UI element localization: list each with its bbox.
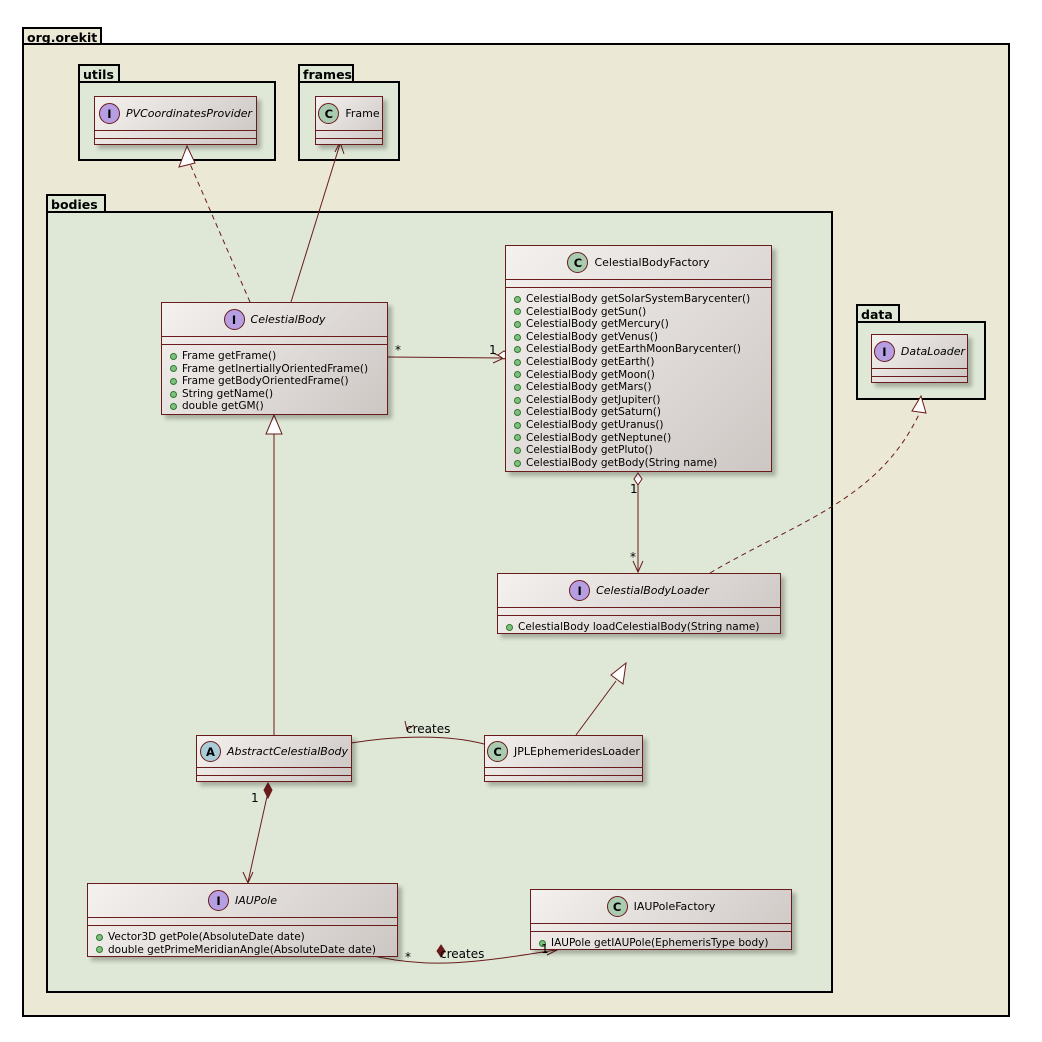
class-name: CelestialBodyLoader	[596, 584, 709, 597]
method: Vector3D getPole(AbsoluteDate date)	[96, 931, 397, 944]
class-iaupole[interactable]: I IAUPole Vector3D getPole(AbsoluteDate …	[87, 883, 398, 957]
method: double getPrimeMeridianAngle(AbsoluteDat…	[96, 944, 397, 957]
class-pvcoordinatesprovider[interactable]: I PVCoordinatesProvider	[94, 96, 257, 145]
class-name: CelestialBodyFactory	[594, 256, 710, 269]
method: double getGM()	[170, 400, 387, 413]
method: CelestialBody getSun()	[514, 306, 771, 319]
class-badge-icon: C	[606, 896, 628, 917]
relationship-label: creates	[440, 947, 485, 961]
method: CelestialBody getJupiter()	[514, 394, 771, 407]
class-badge-icon: C	[318, 103, 340, 124]
interface-badge-icon: I	[569, 580, 591, 601]
multiplicity-label: *	[630, 550, 636, 564]
interface-badge-icon: I	[223, 309, 245, 330]
class-name: JPLEphemeridesLoader	[514, 745, 640, 758]
method: Frame getFrame()	[170, 350, 387, 363]
class-celestialbody[interactable]: I CelestialBody Frame getFrame() Frame g…	[161, 302, 388, 415]
class-celestialbodyloader[interactable]: I CelestialBodyLoader CelestialBody load…	[497, 573, 781, 634]
class-dataloader[interactable]: I DataLoader	[871, 334, 968, 383]
class-jplephemeridesloader[interactable]: C JPLEphemeridesLoader	[484, 735, 643, 782]
method: Frame getInertiallyOrientedFrame()	[170, 363, 387, 376]
method: CelestialBody loadCelestialBody(String n…	[506, 621, 780, 634]
class-name: IAUPoleFactory	[633, 900, 716, 913]
package-tab-data: data	[856, 304, 900, 322]
method: CelestialBody getEarth()	[514, 356, 771, 369]
class-name: IAUPole	[234, 894, 277, 907]
method: CelestialBody getMoon()	[514, 369, 771, 382]
multiplicity-label: 1	[251, 791, 259, 805]
class-name: CelestialBody	[250, 313, 326, 326]
interface-badge-icon: I	[98, 103, 120, 124]
interface-badge-icon: I	[873, 341, 895, 362]
method: IAUPole getIAUPole(EphemerisType body)	[539, 937, 791, 950]
method: CelestialBody getMercury()	[514, 318, 771, 331]
method: CelestialBody getVenus()	[514, 331, 771, 344]
multiplicity-label: 1	[541, 942, 549, 956]
class-name: DataLoader	[900, 345, 966, 358]
method: CelestialBody getSolarSystemBarycenter()	[514, 293, 771, 306]
multiplicity-label: *	[395, 343, 401, 357]
method: CelestialBody getNeptune()	[514, 432, 771, 445]
multiplicity-label: 1	[489, 343, 497, 357]
abstract-badge-icon: A	[199, 741, 221, 762]
package-tab-utils: utils	[78, 64, 120, 82]
relationship-label: creates	[406, 722, 451, 736]
method: Frame getBodyOrientedFrame()	[170, 375, 387, 388]
method: CelestialBody getMars()	[514, 381, 771, 394]
package-tab-frames: frames	[298, 64, 354, 82]
class-name: Frame	[345, 107, 380, 120]
package-tab-bodies: bodies	[46, 194, 106, 212]
class-frame[interactable]: C Frame	[315, 96, 383, 145]
method: String getName()	[170, 388, 387, 401]
class-celestialbodyfactory[interactable]: C CelestialBodyFactory CelestialBody get…	[505, 245, 772, 472]
method: CelestialBody getBody(String name)	[514, 457, 771, 470]
interface-badge-icon: I	[207, 890, 229, 911]
class-badge-icon: C	[487, 741, 509, 762]
multiplicity-label: *	[405, 950, 411, 964]
method: CelestialBody getEarthMoonBarycenter()	[514, 343, 771, 356]
class-badge-icon: C	[567, 252, 589, 273]
class-iaupolefactory[interactable]: C IAUPoleFactory IAUPole getIAUPole(Ephe…	[530, 889, 792, 950]
method: CelestialBody getPluto()	[514, 444, 771, 457]
class-name: AbstractCelestialBody	[226, 745, 349, 758]
method: CelestialBody getSaturn()	[514, 406, 771, 419]
multiplicity-label: 1	[630, 482, 638, 496]
method: CelestialBody getUranus()	[514, 419, 771, 432]
package-tab-org-orekit: org.orekit	[22, 27, 102, 45]
class-name: PVCoordinatesProvider	[125, 107, 253, 120]
class-abstractcelestialbody[interactable]: A AbstractCelestialBody	[196, 735, 352, 782]
